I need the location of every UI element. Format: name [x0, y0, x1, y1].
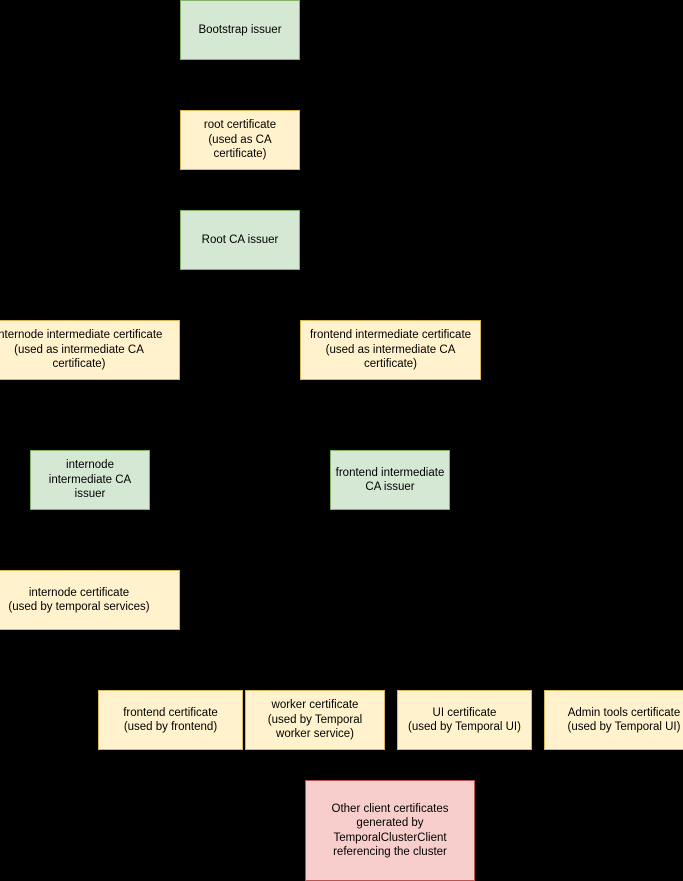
- node-label-frontend-intermediate-ca-issuer: frontend intermediate CA issuer: [335, 466, 445, 494]
- node-internode-intermediate-ca-issuer[interactable]: internode intermediate CA issuer: [30, 450, 150, 510]
- edge-root-ca-issuer-to-internode-intermediate-certificate-arrowhead: [74, 312, 84, 322]
- node-label-internode-intermediate-ca-issuer: internode intermediate CA issuer: [48, 459, 132, 501]
- node-label-frontend-certificate: frontend certificate (used by frontend): [123, 706, 218, 734]
- edge-internode-intermediate-certificate-to-internode-intermediate-ca-issuer-arrowhead: [85, 442, 95, 452]
- edge-internode-intermediate-certificate-to-internode-intermediate-ca-issuer: [78, 380, 91, 450]
- node-root-ca-issuer[interactable]: Root CA issuer: [180, 210, 300, 270]
- edge-frontend-intermediate-ca-issuer-to-worker-certificate-arrowhead: [310, 682, 320, 692]
- edge-root-ca-issuer-to-internode-intermediate-certificate: [78, 270, 241, 320]
- edge-internode-intermediate-ca-issuer-to-internode-certificate: [78, 510, 91, 570]
- edge-frontend-intermediate-ca-issuer-to-ui-certificate-arrowhead: [459, 682, 470, 692]
- edge-frontend-intermediate-ca-issuer-to-frontend-certificate-arrowhead: [165, 682, 176, 692]
- edge-root-certificate-to-root-ca-issuer-arrowhead: [235, 202, 245, 212]
- node-label-bootstrap-issuer: Bootstrap issuer: [198, 23, 282, 36]
- node-frontend-intermediate-ca-issuer[interactable]: frontend intermediate CA issuer: [330, 450, 450, 510]
- node-other-client-certificates[interactable]: Other client certificates generated by T…: [305, 780, 475, 881]
- edge-frontend-intermediate-certificate-to-frontend-intermediate-ca-issuer: [389, 379, 391, 451]
- node-internode-certificate[interactable]: internode certificate (used by temporal …: [0, 570, 180, 630]
- node-label-root-ca-issuer: Root CA issuer: [201, 233, 279, 246]
- node-label-worker-certificate: worker certificate (used by Temporal wor…: [267, 699, 363, 741]
- edge-frontend-intermediate-ca-issuer-to-worker-certificate: [314, 510, 391, 690]
- edge-frontend-intermediate-ca-issuer-to-admin-tools-certificate: [389, 510, 625, 690]
- node-ui-certificate[interactable]: UI certificate (used by Temporal UI): [397, 690, 532, 750]
- edge-root-ca-issuer-to-frontend-intermediate-certificate: [239, 270, 391, 320]
- node-label-frontend-intermediate-certificate: frontend intermediate certificate (used …: [309, 329, 472, 371]
- node-label-ui-certificate: UI certificate (used by Temporal UI): [408, 706, 521, 734]
- edge-frontend-intermediate-ca-issuer-to-ui-certificate: [389, 510, 465, 690]
- node-label-internode-intermediate-certificate: internode intermediate certificate (used…: [0, 329, 163, 371]
- edge-internode-intermediate-ca-issuer-to-internode-certificate-arrowhead: [74, 562, 84, 572]
- edge-frontend-intermediate-ca-issuer-to-frontend-certificate: [170, 510, 391, 690]
- node-frontend-certificate[interactable]: frontend certificate (used by frontend): [98, 690, 243, 750]
- edge-bootstrap-issuer-to-root-certificate-arrowhead: [235, 102, 245, 112]
- node-label-other-client-certificates: Other client certificates generated by T…: [331, 802, 449, 859]
- node-worker-certificate[interactable]: worker certificate (used by Temporal wor…: [245, 690, 385, 750]
- edge-root-ca-issuer-to-frontend-intermediate-certificate-arrowhead: [385, 312, 396, 322]
- node-label-root-certificate: root certificate (used as CA certificate…: [203, 119, 277, 161]
- node-frontend-intermediate-certificate[interactable]: frontend intermediate certificate (used …: [300, 320, 481, 380]
- node-root-certificate[interactable]: root certificate (used as CA certificate…: [180, 110, 300, 170]
- node-bootstrap-issuer[interactable]: Bootstrap issuer: [180, 0, 300, 60]
- edge-frontend-intermediate-certificate-to-frontend-intermediate-ca-issuer-arrowhead: [385, 442, 395, 452]
- node-admin-tools-certificate[interactable]: Admin tools certificate (used by Tempora…: [544, 690, 683, 750]
- edge-frontend-intermediate-ca-issuer-to-other-client-certificates-arrowhead: [385, 772, 395, 782]
- node-internode-intermediate-certificate[interactable]: internode intermediate certificate (used…: [0, 320, 180, 380]
- node-label-admin-tools-certificate: Admin tools certificate (used by Tempora…: [567, 706, 681, 734]
- edge-frontend-intermediate-ca-issuer-to-admin-tools-certificate-arrowhead: [619, 682, 629, 692]
- node-label-internode-certificate: internode certificate (used by temporal …: [8, 586, 150, 614]
